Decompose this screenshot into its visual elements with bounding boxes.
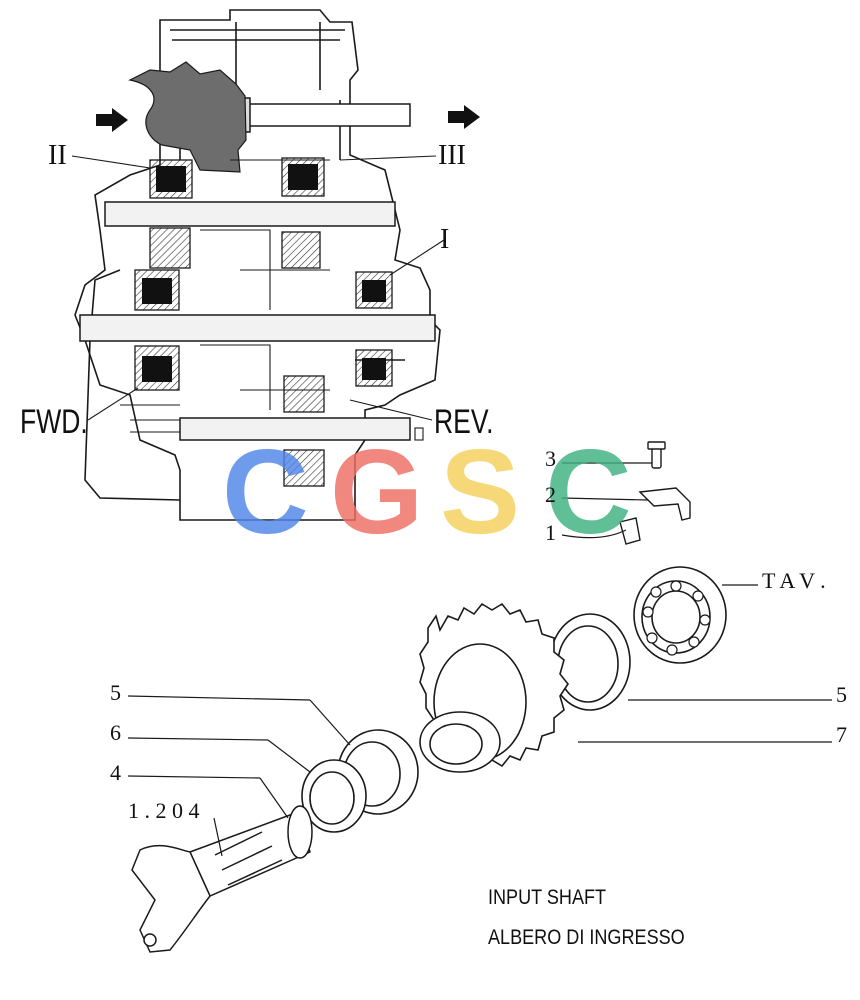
callout-label: 3 (545, 446, 556, 471)
watermark-letter: C (222, 425, 309, 559)
callout-label: III (438, 140, 466, 171)
callout-label: 2 (545, 482, 556, 507)
callout-label: 4 (110, 760, 121, 785)
callout-label: 7 (836, 722, 847, 747)
callout-label: REV. (434, 403, 494, 441)
callout-label: FWD. (20, 403, 88, 441)
callout-label-tav: T A V . (762, 568, 826, 593)
callout-label: 1 (545, 520, 556, 545)
caption-italian: ALBERO DI INGRESSO (488, 926, 685, 949)
callout-label: 5 (836, 682, 847, 707)
watermark-letter: C (545, 425, 632, 559)
callout-label: II (48, 140, 67, 171)
callout-label: 1 . 2 0 4 (128, 798, 200, 823)
watermark-letter: S (440, 425, 521, 559)
callout-label: 5 (110, 680, 121, 705)
callout-label: I (440, 224, 450, 255)
callout-label: 6 (110, 720, 121, 745)
watermark-letter: G (330, 425, 424, 559)
caption-english: INPUT SHAFT (488, 886, 607, 909)
